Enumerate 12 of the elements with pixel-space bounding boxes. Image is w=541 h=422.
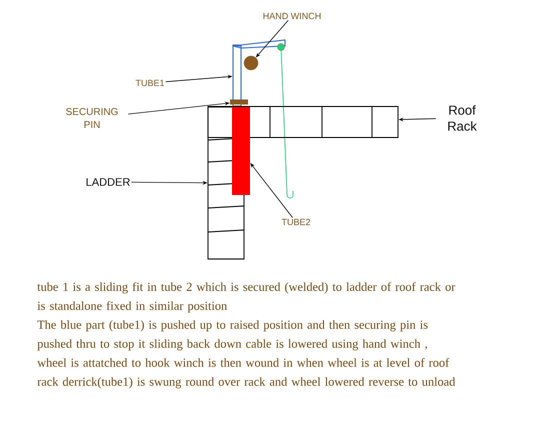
handwritten-label: LADDER: [86, 178, 130, 186]
handwritten-label: TUBE1: [136, 80, 164, 86]
handwritten-label: Roof Rack: [448, 105, 477, 131]
tube: [232, 39, 286, 106]
description-paragraph: tube 1 is a sliding fit in tube 2 which is secured (welded) to ladder of roof rack or is standalone fixed in similar position: [37, 282, 456, 312]
handwritten-label: SECURING PIN: [66, 108, 118, 128]
description-paragraph: The blue part (tube1) is pushed up to raised position and then securing pin is pushed thru to stop it sliding back down cable is lowered using hand winch , wheel is attatched to hook winch is then wound in when wheel is at level of roof rack derrick(tube1) is swung round over rack and wheel lowered reverse to unload: [37, 320, 456, 388]
securing-pin: [230, 100, 248, 104]
roof-rack: [208, 106, 398, 138]
handwritten-label: HAND WINCH: [264, 12, 320, 20]
handwritten-label: TUBE2: [282, 218, 310, 226]
tube: [232, 107, 250, 195]
